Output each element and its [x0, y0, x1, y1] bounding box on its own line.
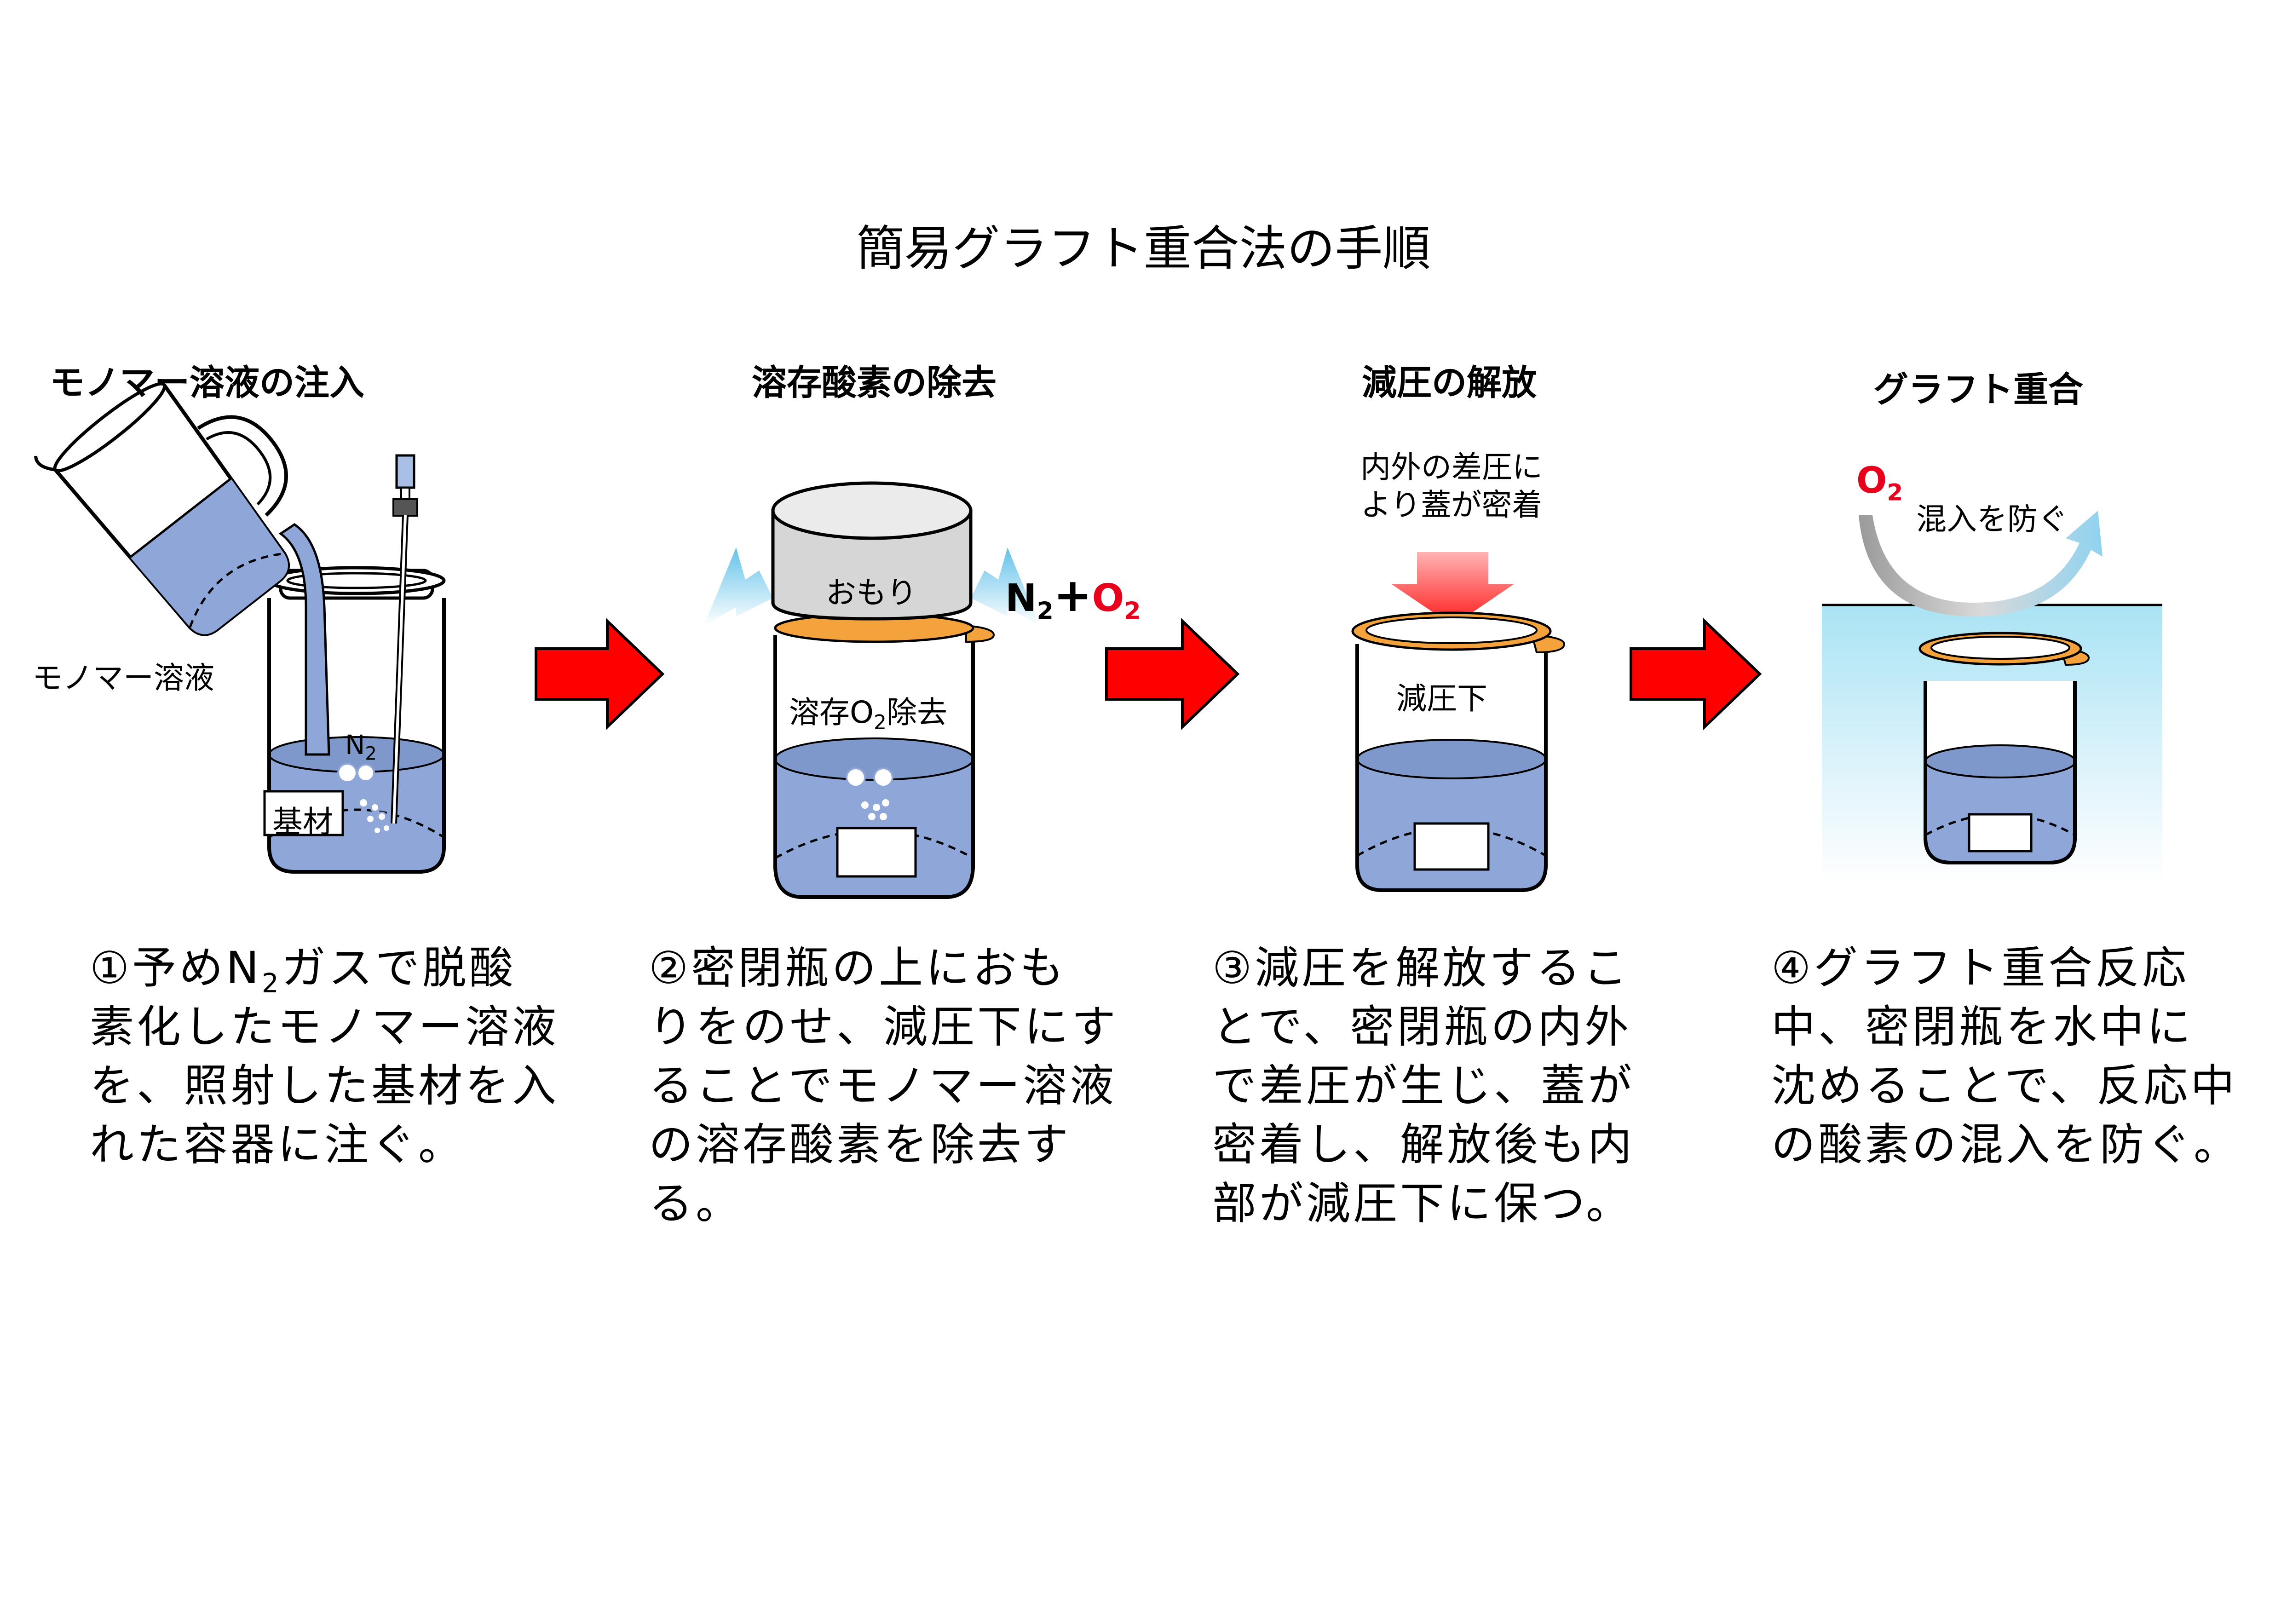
beaker-icon: [34, 382, 290, 636]
step2-heading: 溶存酸素の除去: [752, 362, 997, 403]
step1-description: ①予めN2ガスで脱酸 素化したモノマー溶液 を、照射した基材を入 れた容器に注ぐ…: [90, 939, 559, 1174]
step1-desc-line3: を、照射した基材を入: [90, 1060, 559, 1111]
reduced-pressure-label: 減圧下: [1396, 681, 1487, 716]
jar-icon: [1924, 681, 2077, 864]
n2-bubbles: [337, 763, 391, 835]
step3-desc-line2: とで、密閉瓶の内外: [1212, 1001, 1632, 1053]
step2-desc-line2: りをのせ、減圧下にす: [649, 1001, 1118, 1053]
weight-icon: [771, 481, 973, 621]
down-arrow-icon: [1392, 552, 1514, 626]
step4-desc-line4: の酸素の混入を防ぐ。: [1771, 1119, 2241, 1170]
step4-desc-line2: 中、密閉瓶を水中に: [1771, 1001, 2194, 1053]
jar-icon: [773, 635, 975, 899]
substrate-box: [263, 790, 344, 836]
step3-desc-line3: で差圧が生じ、蓋が: [1212, 1060, 1635, 1111]
lid-icon: [774, 613, 995, 643]
step1-desc-line2: 素化したモノマー溶液: [90, 1001, 559, 1053]
step3-desc-line1: ③減圧を解放するこ: [1212, 942, 1630, 994]
step3-desc-line5: 部が減圧下に保つ。: [1212, 1178, 1633, 1229]
step2-desc-line5: る。: [649, 1178, 743, 1229]
substrate-label: 基材: [272, 804, 333, 840]
pressure-note-line1: 内外の差圧に: [1360, 449, 1543, 485]
step1-illustration: [34, 382, 446, 874]
dissolved-o2-removal-label: 溶存O2除去: [789, 695, 947, 735]
step4-description: ④グラフト重合反応 中、密閉瓶を水中に 沈めることで、反応中 の酸素の混入を防ぐ…: [1771, 939, 2241, 1174]
step4-desc-line3: 沈めることで、反応中: [1771, 1060, 2238, 1111]
step3-desc-line4: 密着し、解放後も内: [1212, 1119, 1635, 1170]
n2-o2-label: N2+O2: [1005, 568, 1141, 625]
lid-icon: [1351, 611, 1566, 654]
pressure-note: 内外の差圧に より蓋が密着: [1353, 449, 1550, 524]
page-title: 簡易グラフト重合法の手順: [856, 220, 1431, 276]
step2-desc-line4: の溶存酸素を除去す: [649, 1119, 1071, 1170]
step1-desc-line1: ①予めN2ガスで脱酸: [90, 942, 516, 999]
step4-heading: グラフト重合: [1873, 369, 2083, 410]
curved-arrow-icon: [1859, 511, 2103, 616]
step4-illustration: [1822, 511, 2162, 883]
monomer-solution-label: モノマー溶液: [32, 660, 214, 696]
needle-icon: [391, 454, 418, 824]
pressure-note-line2: より蓋が密着: [1360, 487, 1543, 523]
step2-desc-line1: ②密閉瓶の上におも: [649, 942, 1067, 994]
n2-label: N2: [345, 729, 377, 765]
lid-icon: [1918, 632, 2090, 666]
step4-desc-line1: ④グラフト重合反応: [1771, 942, 2189, 994]
vent-arrow-left: [704, 547, 773, 626]
prevent-mixing-label: 混入を防ぐ: [1916, 501, 2068, 537]
pouring-stream: [278, 523, 330, 756]
step3-heading: 減圧の解放: [1362, 362, 1537, 403]
step-arrow-icon: [535, 617, 1762, 731]
vent-arrow-right: [971, 547, 1040, 626]
step1-heading: モノマー溶液の注入: [50, 362, 364, 403]
jar-icon: [1355, 644, 1548, 892]
step3-illustration: [1351, 552, 1566, 892]
step1-desc-line4: れた容器に注ぐ。: [90, 1119, 465, 1170]
weight-label: おもり: [826, 575, 917, 610]
step2-illustration: [704, 481, 1040, 899]
o2-label: O2: [1856, 460, 1903, 506]
step2-desc-line3: ることでモノマー溶液: [649, 1060, 1117, 1111]
step2-description: ②密閉瓶の上におも りをのせ、減圧下にす ることでモノマー溶液 の溶存酸素を除去…: [649, 939, 1118, 1233]
step3-description: ③減圧を解放するこ とで、密閉瓶の内外 で差圧が生じ、蓋が 密着し、解放後も内 …: [1212, 939, 1635, 1233]
